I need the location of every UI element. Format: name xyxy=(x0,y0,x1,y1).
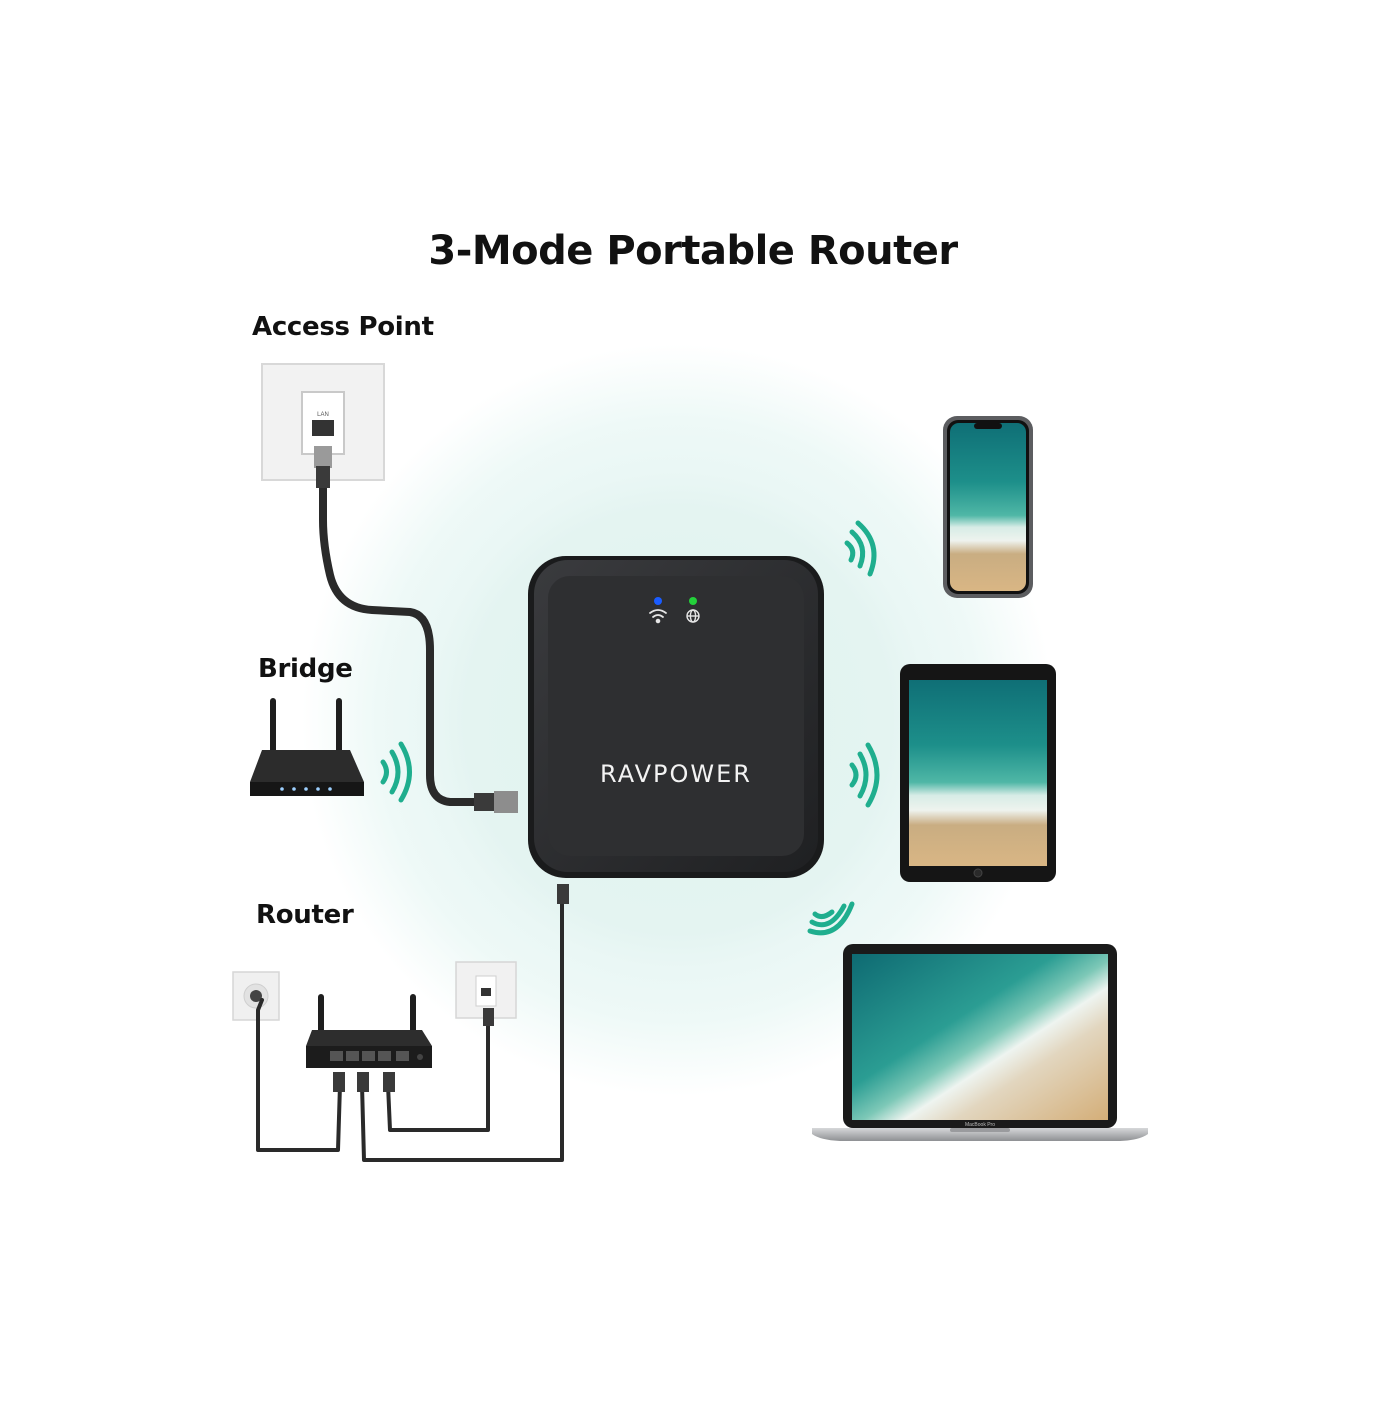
wifi-led xyxy=(654,597,662,605)
phone-signal-icon xyxy=(844,520,877,577)
tablet-signal-icon xyxy=(849,742,880,808)
diagram-title: 3-Mode Portable Router xyxy=(428,228,958,274)
mode-label-access-point: Access Point xyxy=(252,312,434,342)
tablet xyxy=(900,664,1056,882)
ap-cable-plug-top xyxy=(314,446,332,488)
brand-logo: RAVPOWER xyxy=(600,760,752,788)
router-cable-plugs xyxy=(333,884,569,1092)
globe-icon xyxy=(686,609,700,623)
bridge-signal-icon xyxy=(380,741,412,803)
wifi-icon xyxy=(649,609,667,624)
laptop-label: MacBook Pro xyxy=(965,1122,995,1128)
home-router xyxy=(306,994,432,1068)
lan-label: LAN xyxy=(317,412,329,418)
ap-cable xyxy=(319,478,486,806)
router-cables xyxy=(256,894,564,1162)
power-outlet xyxy=(232,971,280,1021)
mode-label-router: Router xyxy=(256,900,354,930)
laptop: MacBook Pro xyxy=(812,944,1148,1141)
device-cable-plug xyxy=(474,791,518,813)
internet-led xyxy=(689,597,697,605)
smartphone xyxy=(943,416,1033,598)
travel-router-device: RAVPOWER xyxy=(528,556,824,878)
bridge-router xyxy=(250,698,364,796)
laptop-signal-icon xyxy=(807,901,855,936)
mode-label-bridge: Bridge xyxy=(258,654,353,684)
